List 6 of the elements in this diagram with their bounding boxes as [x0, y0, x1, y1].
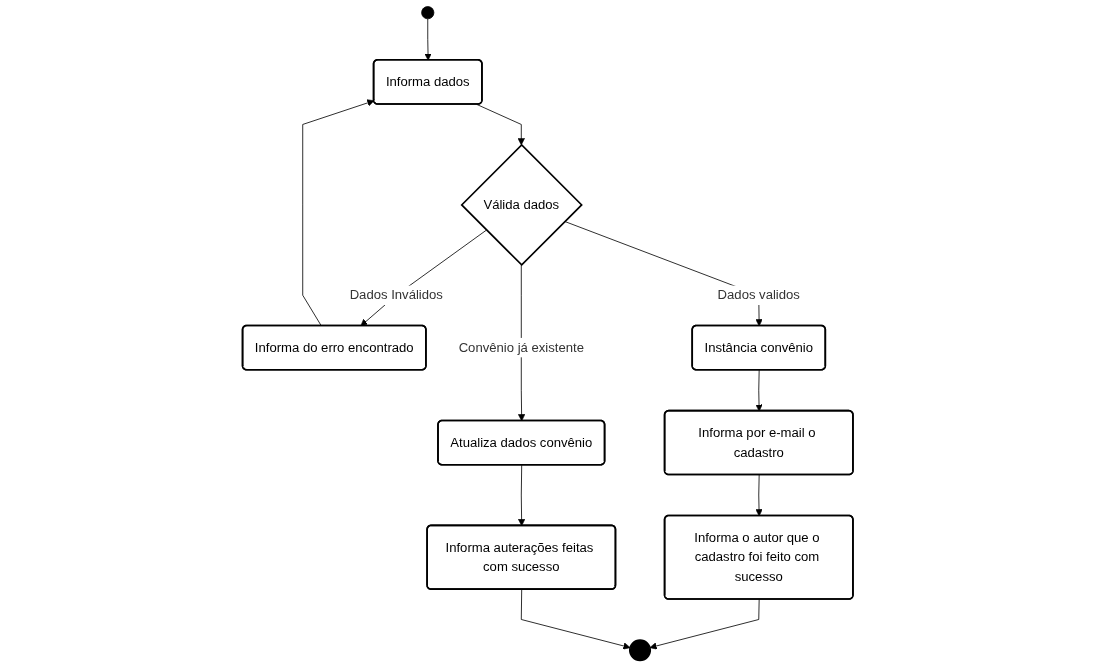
node-circle [421, 6, 435, 20]
node-circle [629, 639, 652, 662]
edge-label: Dados Inválidos [349, 287, 444, 302]
edge-label: Convênio já existente [458, 340, 585, 355]
node-diamond: Válida dados [460, 143, 584, 267]
edge-label: Dados validos [717, 287, 801, 302]
